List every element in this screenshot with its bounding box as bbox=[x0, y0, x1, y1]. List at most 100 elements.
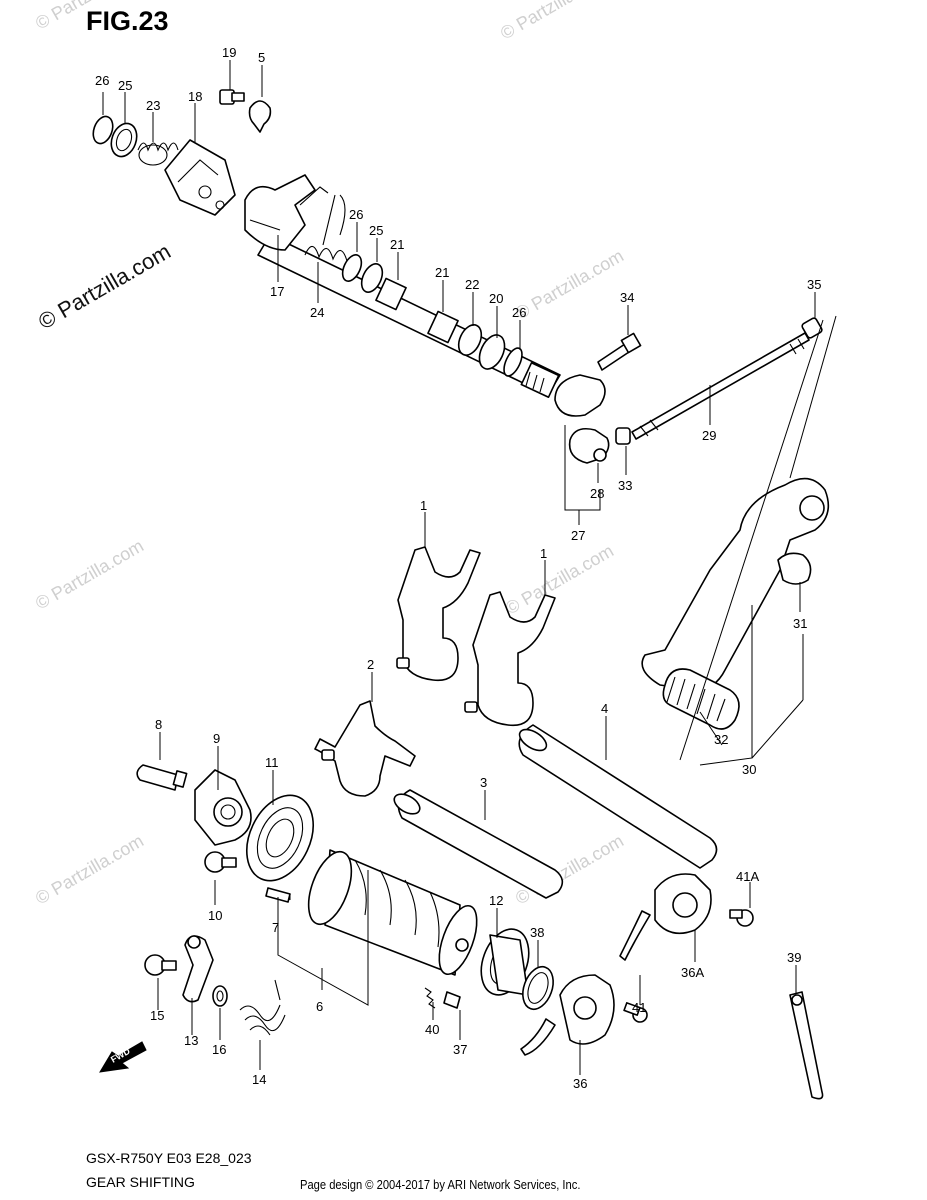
callout-32: 32 bbox=[714, 732, 728, 747]
cam-bolt-part bbox=[204, 851, 237, 873]
callout-5: 5 bbox=[258, 50, 265, 65]
watermark-faint: © Partzilla.com bbox=[502, 540, 617, 618]
watermark-faint: © Partzilla.com bbox=[32, 830, 147, 908]
callout-15: 15 bbox=[150, 1008, 164, 1023]
bolt-part bbox=[219, 89, 245, 105]
needle-bearing-part bbox=[480, 928, 530, 996]
watermark-main: © Partzilla.com bbox=[34, 239, 175, 335]
cam-stopper-part bbox=[194, 769, 252, 846]
callout-41: 41 bbox=[632, 1000, 646, 1015]
model-code: GSX-R750Y E03 E28_023 bbox=[86, 1150, 252, 1166]
shift-fork-part bbox=[314, 700, 416, 797]
gear-position-switch-part bbox=[520, 974, 615, 1056]
callout-33: 33 bbox=[618, 478, 632, 493]
callout-1: 1 bbox=[540, 546, 547, 561]
callout-14: 14 bbox=[252, 1072, 266, 1087]
pinch-bolt-part bbox=[597, 332, 642, 371]
callout-36: 36 bbox=[573, 1076, 587, 1091]
callout-1: 1 bbox=[420, 498, 427, 513]
callout-36A: 36A bbox=[681, 965, 704, 980]
stopper-bolt-part bbox=[144, 954, 177, 976]
callout-31: 31 bbox=[793, 616, 807, 631]
switch-bolt-alt-part bbox=[729, 909, 754, 927]
callout-11: 11 bbox=[265, 755, 279, 770]
callout-28: 28 bbox=[590, 486, 604, 501]
callout-22: 22 bbox=[465, 277, 479, 292]
callout-3: 3 bbox=[480, 775, 487, 790]
watermark-faint: © Partzilla.com bbox=[32, 0, 147, 33]
fork-shaft-part bbox=[393, 789, 564, 899]
lock-washer-part bbox=[248, 100, 272, 133]
bearing-part bbox=[246, 794, 314, 882]
washer-part bbox=[212, 985, 228, 1007]
callout-39: 39 bbox=[787, 950, 801, 965]
callout-21: 21 bbox=[390, 237, 404, 252]
callout-18: 18 bbox=[188, 89, 202, 104]
callout-27: 27 bbox=[571, 528, 585, 543]
page-credit: Page design © 2004-2017 by ARI Network S… bbox=[300, 1177, 581, 1192]
callout-24: 24 bbox=[310, 305, 324, 320]
splined-end bbox=[520, 361, 560, 399]
watermark-faint: © Partzilla.com bbox=[32, 535, 147, 613]
shift-arm-part bbox=[554, 374, 610, 464]
shift-fork-part bbox=[396, 546, 481, 682]
switch-bolt-part bbox=[623, 1002, 648, 1023]
callout-12: 12 bbox=[489, 893, 503, 908]
gearshift-cam-part bbox=[307, 849, 478, 976]
switch-spring-part bbox=[424, 987, 436, 1009]
callout-34: 34 bbox=[620, 290, 634, 305]
callout-37: 37 bbox=[453, 1042, 467, 1057]
gear-position-switch-alt-part bbox=[619, 873, 712, 961]
wire-clamp-part bbox=[789, 991, 824, 1100]
switch-contact-part bbox=[443, 991, 461, 1009]
rod-end-nut-part bbox=[801, 317, 823, 339]
callout-4: 4 bbox=[601, 701, 608, 716]
washer-part bbox=[110, 122, 138, 158]
figure-title: FIG.23 bbox=[86, 6, 169, 36]
callout-10: 10 bbox=[208, 908, 222, 923]
callout-8: 8 bbox=[155, 717, 162, 732]
callout-30: 30 bbox=[742, 762, 756, 777]
stopper-spring-part bbox=[239, 979, 286, 1036]
forward-direction-icon: FWD bbox=[99, 1041, 147, 1073]
callout-labels: 26 25 23 18 19 5 17 24 26 25 21 21 22 20… bbox=[95, 45, 821, 1091]
return-spring-part bbox=[304, 194, 348, 262]
nut-part bbox=[615, 427, 631, 445]
callout-16: 16 bbox=[212, 1042, 226, 1057]
callout-38: 38 bbox=[530, 925, 544, 940]
section-name: GEAR SHIFTING bbox=[86, 1174, 195, 1190]
leader-lines bbox=[102, 60, 837, 1075]
callout-13: 13 bbox=[184, 1033, 198, 1048]
lever-rubber-part bbox=[662, 668, 740, 730]
callout-25: 25 bbox=[369, 223, 383, 238]
callout-7: 7 bbox=[272, 920, 279, 935]
cam-drive-pin-part bbox=[265, 887, 291, 903]
watermark-faint: © Partzilla.com bbox=[497, 0, 612, 43]
callout-21: 21 bbox=[435, 265, 449, 280]
callout-6: 6 bbox=[316, 999, 323, 1014]
callout-26: 26 bbox=[512, 305, 526, 320]
callout-9: 9 bbox=[213, 731, 220, 746]
callout-41A: 41A bbox=[736, 869, 759, 884]
callout-35: 35 bbox=[807, 277, 821, 292]
watermark-faint: © Partzilla.com bbox=[512, 245, 627, 323]
shift-rod-part bbox=[631, 332, 810, 440]
stopper-plate-part bbox=[164, 139, 236, 216]
callout-2: 2 bbox=[367, 657, 374, 672]
callout-40: 40 bbox=[425, 1022, 439, 1037]
circlip-part bbox=[92, 115, 114, 145]
cam-pin-part bbox=[136, 764, 188, 791]
stopper-arm-part bbox=[182, 935, 214, 1003]
fork-shaft-part bbox=[518, 724, 718, 869]
callout-23: 23 bbox=[146, 98, 160, 113]
callout-26: 26 bbox=[95, 73, 109, 88]
o-ring-part bbox=[522, 965, 554, 1011]
callout-25: 25 bbox=[118, 78, 132, 93]
callout-29: 29 bbox=[702, 428, 716, 443]
callout-26: 26 bbox=[349, 207, 363, 222]
callout-17: 17 bbox=[270, 284, 284, 299]
shift-fork-part bbox=[464, 591, 556, 727]
shaft-washers bbox=[341, 254, 523, 377]
